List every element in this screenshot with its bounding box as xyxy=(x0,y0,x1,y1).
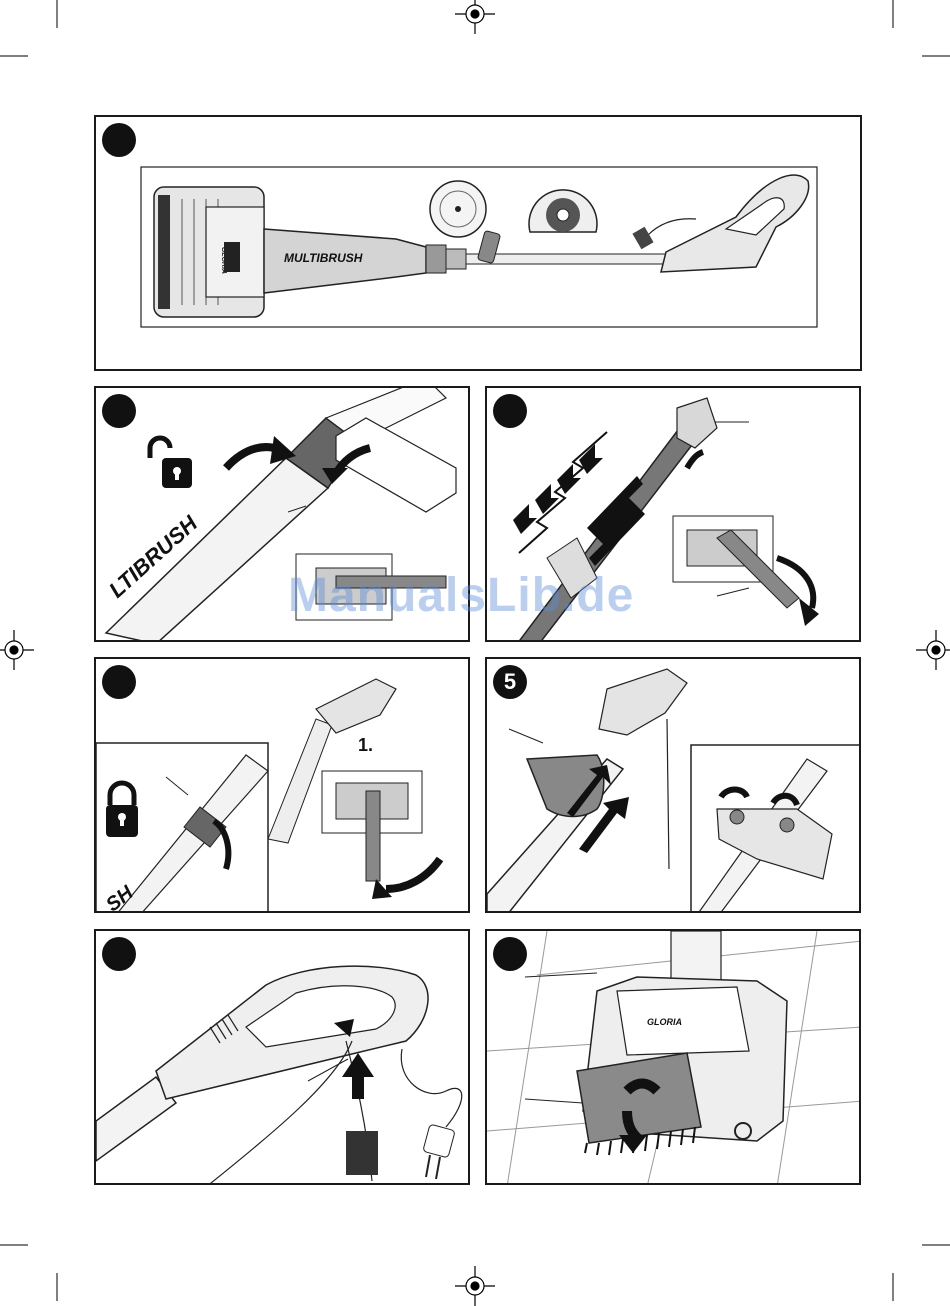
crosshair-icon xyxy=(455,0,495,34)
product-brand-label: MULTIBRUSH xyxy=(284,251,362,265)
step-number-label: 1. xyxy=(358,735,373,756)
head-brand-label: GLORIA xyxy=(647,1017,682,1027)
panel-cord-hook xyxy=(94,929,470,1185)
panel-brush-head: GLORIA xyxy=(485,929,861,1185)
watermark: ManualsLib.de xyxy=(288,568,634,623)
crosshair-icon xyxy=(916,630,950,670)
panel-adjust-grip: 5 xyxy=(485,657,861,913)
unlock-icon xyxy=(150,438,192,488)
crosshair-icon xyxy=(0,630,34,670)
overview-illustration xyxy=(96,117,862,371)
panel-overview: MULTIBRUSH GLORIA xyxy=(94,115,862,371)
head-brand-label: GLORIA xyxy=(220,247,227,274)
crosshair-icon xyxy=(455,1266,495,1306)
panel-lock: 1. SH xyxy=(94,657,470,913)
